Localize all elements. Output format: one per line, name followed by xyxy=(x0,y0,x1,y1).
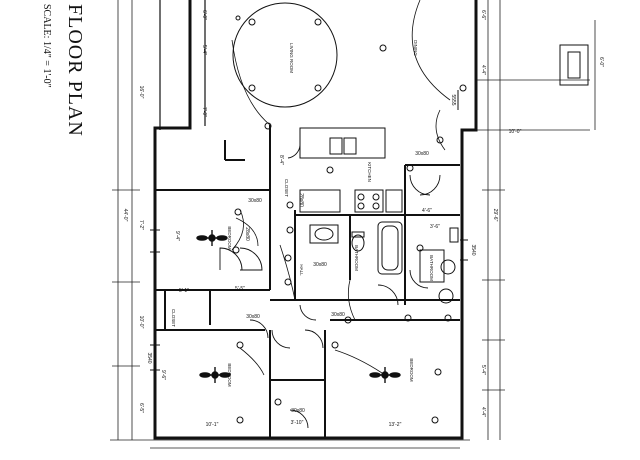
dim-left-a: 16'-0" xyxy=(138,86,144,99)
dim-door-e: 30x80 xyxy=(415,151,429,157)
dim-top-c: 7'-0" xyxy=(201,107,207,117)
dim-porch-w: 10'-0" xyxy=(509,129,522,135)
dim-door-c: 30x80 xyxy=(313,262,327,268)
dim-right-a: 6'-6" xyxy=(480,10,486,20)
room-label-bathroom-main: BATHROOM xyxy=(354,245,359,271)
outlets xyxy=(232,15,467,424)
dim-mid-c: 8'-4" xyxy=(278,155,284,165)
dim-door-b: 30x80 xyxy=(246,314,260,320)
dim-window-c: 3540 xyxy=(146,352,152,363)
plan-title: FLOOR PLAN xyxy=(64,4,86,137)
plan-title-block: FLOOR PLAN xyxy=(62,4,88,137)
dim-window-a: 5555 xyxy=(450,94,456,105)
dim-left-c: 10'-0" xyxy=(138,316,144,329)
interior-walls xyxy=(155,125,460,438)
dim-mid-f: 5'-1" xyxy=(179,288,189,294)
dimension-labels: 44'-0" 29'-6" 16'-0" 7'-2" 10'-0" 6'-5" … xyxy=(122,10,604,428)
porch-bay xyxy=(559,44,589,86)
room-label-closet-2: CLOSET xyxy=(284,179,289,197)
dim-top-b: 5'-4" xyxy=(201,45,207,55)
dim-bottom-a: 10'-1" xyxy=(206,422,219,428)
room-label-living-room: LIVING ROOM xyxy=(289,43,294,73)
exterior-walls xyxy=(153,0,478,440)
dim-window-b: 3540 xyxy=(470,244,476,255)
dim-mid-b: 5'-5" xyxy=(235,286,245,292)
room-label-bedroom-nw: BEDROOM xyxy=(227,226,232,250)
room-label-hall: HALL xyxy=(299,264,304,276)
wiring-arcs xyxy=(231,0,451,376)
dim-overall-left: 44'-0" xyxy=(122,209,128,222)
dimension-lines xyxy=(110,0,596,449)
room-label-bathroom-east: BATHROOM xyxy=(429,255,434,281)
room-label-dining: DINING xyxy=(413,40,418,56)
dim-door-d: 30x80 xyxy=(331,312,345,318)
dim-left-d: 6'-5" xyxy=(138,403,144,413)
dim-mid-a: 9'-4" xyxy=(174,231,180,241)
living-room-light-circle xyxy=(232,2,338,108)
windows xyxy=(150,90,468,371)
dim-mid-g: 3'-6" xyxy=(430,224,440,230)
dim-door-f: 30x80 xyxy=(291,408,305,414)
dim-mid-e: 9'-6" xyxy=(160,370,166,380)
dim-door-g: 28x80 xyxy=(244,227,250,241)
plan-scale-block: SCALE: 1/4" = 1'-0" xyxy=(40,4,54,114)
room-label-closet-1: CLOSET xyxy=(171,309,176,327)
dim-bottom-c: 3'-10" xyxy=(291,420,304,426)
dim-overall-right: 29'-6" xyxy=(492,209,498,222)
dim-door-h: 28x80 xyxy=(298,193,304,207)
dim-bottom-b: 13'-2" xyxy=(389,422,402,428)
dim-left-b: 7'-2" xyxy=(138,220,144,230)
dim-mid-d: 4'-6" xyxy=(422,208,432,214)
ceiling-fans xyxy=(196,230,401,383)
dim-right-c: 5'-4" xyxy=(480,365,486,375)
dim-right-b: 4'-4" xyxy=(480,65,486,75)
room-label-bedroom-sw: BEDROOM xyxy=(227,363,232,387)
dim-top-a: 6'-0" xyxy=(201,10,207,20)
door-swings xyxy=(219,144,441,429)
dim-door-a: 30x80 xyxy=(248,198,262,204)
room-label-bedroom-se: BEDROOM xyxy=(409,358,414,382)
room-label-kitchen: KITCHEN xyxy=(367,162,372,182)
dim-right-d: 4'-4" xyxy=(480,407,486,417)
kitchen-fixtures xyxy=(299,127,403,213)
dim-porch-h: 6'-0" xyxy=(598,57,604,67)
bathroom-fixtures xyxy=(309,221,459,304)
plan-scale: SCALE: 1/4" = 1'-0" xyxy=(41,4,52,88)
room-labels: LIVING ROOM DINING KITCHEN BEDROOM BEDRO… xyxy=(171,40,434,387)
